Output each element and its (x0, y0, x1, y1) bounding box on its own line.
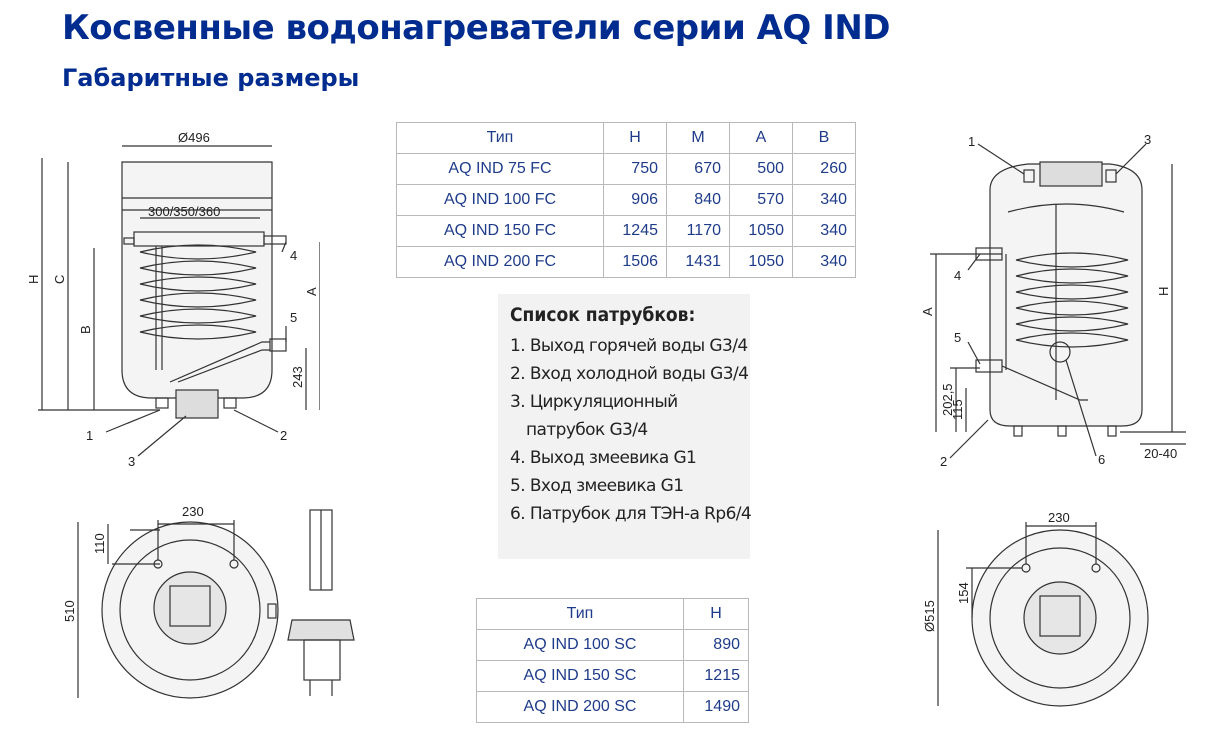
cell-type: AQ IND 75 FC (396, 153, 604, 185)
page-subtitle: Габаритные размеры (62, 64, 360, 92)
label-4: 4 (954, 268, 961, 283)
list-item: 6. Патрубок для ТЭН-а Rp6/4 (510, 504, 752, 524)
table-header-row: Тип H (476, 598, 749, 630)
sc-dimensions-table: Тип H AQ IND 100 SC 890 AQ IND 150 SC 12… (476, 598, 749, 723)
table-row: AQ IND 75 FC 750 670 500 260 (396, 153, 856, 185)
dim-510: 510 (62, 600, 77, 622)
fc-dimensions-table: Тип H M A B AQ IND 75 FC 750 670 500 260… (396, 122, 856, 278)
list-item: патрубок G3/4 (526, 420, 648, 440)
page-title: Косвенные водонагреватели серии AQ IND (62, 8, 891, 48)
header-b: B (792, 122, 856, 154)
cell-b: 340 (792, 246, 856, 278)
header-h: H (603, 122, 667, 154)
dim-230: 230 (1048, 510, 1070, 525)
header-type: Тип (476, 598, 684, 630)
dim-h: H (1156, 287, 1171, 296)
left-side-drawing: Ø496 300/350/360 H C B A 243 4 5 1 2 3 (26, 130, 320, 469)
cell-h: 1215 (683, 660, 749, 692)
cell-type: AQ IND 150 FC (396, 215, 604, 247)
cell-h: 1245 (603, 215, 667, 247)
table-row: AQ IND 100 SC 890 (476, 629, 749, 661)
dim-230: 230 (182, 504, 204, 519)
dim-a: A (920, 307, 935, 316)
cell-type: AQ IND 150 SC (476, 660, 684, 692)
cell-a: 1050 (729, 246, 793, 278)
cell-h: 906 (603, 184, 667, 216)
dim-b: B (78, 325, 93, 334)
list-title: Список патрубков: (510, 304, 696, 326)
label-6: 6 (1098, 452, 1105, 467)
list-item: 2. Вход холодной воды G3/4 (510, 364, 749, 384)
dim-202: 202,5 (940, 383, 955, 416)
left-bottom-drawing: 230 110 510 (62, 504, 355, 699)
dim-115: 115 (950, 399, 965, 420)
cell-type: AQ IND 100 SC (476, 629, 684, 661)
cell-h: 890 (683, 629, 749, 661)
cell-type: AQ IND 100 FC (396, 184, 604, 216)
table-row: AQ IND 100 FC 906 840 570 340 (396, 184, 856, 216)
list-item: 4. Выход змеевика G1 (510, 448, 697, 468)
cell-a: 1050 (729, 215, 793, 247)
label-3: 3 (128, 454, 135, 469)
cell-m: 840 (666, 184, 730, 216)
table-row: AQ IND 150 SC 1215 (476, 660, 749, 692)
label-1: 1 (86, 428, 93, 443)
cell-b: 260 (792, 153, 856, 185)
header-m: M (666, 122, 730, 154)
label-2: 2 (280, 428, 287, 443)
right-side-drawing: 1 3 4 5 2 6 A 202,5 115 H 20-40 (920, 132, 1186, 469)
dim-20-40: 20-40 (1144, 446, 1177, 461)
dim-h: H (26, 275, 41, 284)
connections-list: Список патрубков: 1. Выход горячей воды … (498, 294, 752, 559)
label-1: 1 (968, 134, 975, 149)
header-a: A (729, 122, 793, 154)
list-item: 3. Циркуляционный (510, 392, 678, 412)
cell-h: 750 (603, 153, 667, 185)
label-5: 5 (954, 330, 961, 345)
list-item: 5. Вход змеевика G1 (510, 476, 684, 496)
label-5: 5 (290, 310, 297, 325)
dim-diameter: Ø496 (178, 130, 210, 145)
header-type: Тип (396, 122, 604, 154)
dim-515: Ø515 (922, 600, 937, 632)
label-2: 2 (940, 454, 947, 469)
dim-c: C (52, 275, 67, 284)
dim-top-spacing: 300/350/360 (148, 204, 220, 219)
dim-154: 154 (956, 582, 971, 604)
cell-m: 1431 (666, 246, 730, 278)
dim-110: 110 (92, 533, 107, 554)
header-h: H (683, 598, 749, 630)
table-row: AQ IND 200 FC 1506 1431 1050 340 (396, 246, 856, 278)
right-bottom-drawing: 230 154 Ø515 (922, 510, 1149, 707)
cell-b: 340 (792, 184, 856, 216)
cell-type: AQ IND 200 FC (396, 246, 604, 278)
cell-m: 670 (666, 153, 730, 185)
cell-m: 1170 (666, 215, 730, 247)
cell-b: 340 (792, 215, 856, 247)
dim-a: A (304, 287, 319, 296)
cell-h: 1490 (683, 691, 749, 723)
table-header-row: Тип H M A B (396, 122, 856, 154)
cell-a: 570 (729, 184, 793, 216)
list-item: 1. Выход горячей воды G3/4 (510, 336, 748, 356)
label-4: 4 (290, 248, 297, 263)
label-3: 3 (1144, 132, 1151, 147)
cell-h: 1506 (603, 246, 667, 278)
cell-type: AQ IND 200 SC (476, 691, 684, 723)
table-row: AQ IND 200 SC 1490 (476, 691, 749, 723)
dim-243: 243 (290, 366, 305, 388)
table-row: AQ IND 150 FC 1245 1170 1050 340 (396, 215, 856, 247)
cell-a: 500 (729, 153, 793, 185)
